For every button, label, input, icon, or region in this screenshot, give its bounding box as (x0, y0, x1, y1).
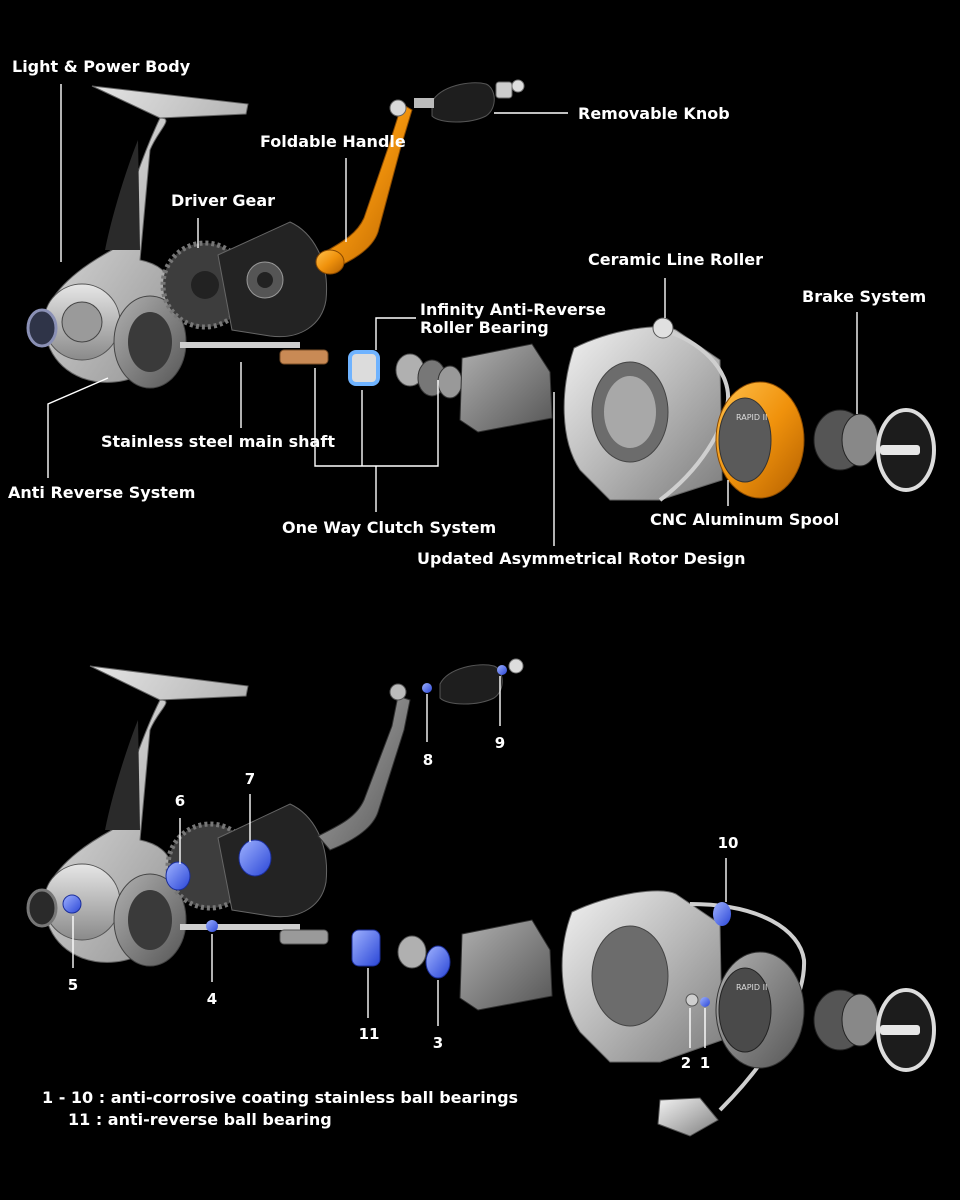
bottom-reel-illustration: RAPID II (26, 658, 936, 1137)
label-removable-knob: Removable Knob (578, 104, 730, 123)
bearing-label-7: 7 (244, 770, 256, 788)
label-stainless-main-shaft: Stainless steel main shaft (101, 432, 335, 451)
bearing-label-8: 8 (422, 751, 434, 769)
spool-etched-text: RAPID II (736, 413, 767, 422)
label-ceramic-line-roller: Ceramic Line Roller (588, 250, 764, 269)
label-infinity-anti-reverse: Infinity Anti-Reverse (420, 300, 606, 319)
bearing-label-11: 11 (358, 1025, 380, 1043)
label-updated-rotor: Updated Asymmetrical Rotor Design (417, 549, 746, 568)
top-leader-lines (47, 84, 858, 546)
bearing-label-4: 4 (206, 990, 218, 1008)
bearing-label-1: 1 (699, 1054, 711, 1072)
bearing-label-10: 10 (717, 834, 739, 852)
handle-bottom (317, 695, 411, 851)
note-bearing-11: 11 : anti-reverse ball bearing (68, 1110, 332, 1129)
top-reel-illustration: RAPID II (26, 79, 936, 502)
bearing-11 (351, 929, 381, 967)
rotor-housing (459, 343, 553, 433)
bearing-1 (700, 997, 710, 1007)
label-cnc-aluminum-spool: CNC Aluminum Spool (650, 510, 840, 529)
removable-knob (431, 82, 495, 123)
bearing-3 (425, 945, 451, 979)
pinion-gear (279, 349, 329, 365)
label-foldable-handle: Foldable Handle (260, 132, 406, 151)
bearing-10 (713, 902, 731, 926)
bearing-9 (497, 665, 507, 675)
bearing-5 (62, 894, 82, 914)
label-light-power-body: Light & Power Body (12, 57, 191, 76)
ceramic-line-roller (652, 317, 674, 339)
bearing-7 (238, 839, 272, 877)
label-one-way-clutch: One Way Clutch System (282, 518, 497, 537)
label-driver-gear: Driver Gear (171, 191, 276, 210)
bottom-leader-lines (72, 676, 727, 1048)
main-shaft (180, 342, 300, 348)
label-roller-bearing: Roller Bearing (420, 318, 549, 337)
label-brake-system: Brake System (802, 287, 927, 306)
body-inner-cutout (105, 140, 140, 250)
bearing-label-2: 2 (680, 1054, 692, 1072)
bearing-6 (165, 861, 191, 891)
anti-reverse-knob (26, 308, 58, 348)
bearing-label-3: 3 (432, 1034, 444, 1052)
bearing-label-9: 9 (494, 734, 506, 752)
infinity-anti-reverse-bearing (348, 350, 380, 386)
spool-etched-text-bottom: RAPID II (736, 983, 767, 992)
bearing-label-6: 6 (174, 792, 186, 810)
ball-bearings (62, 665, 731, 1007)
bearing-4 (206, 920, 218, 932)
bearing-8 (422, 683, 432, 693)
label-anti-reverse-system: Anti Reverse System (8, 483, 196, 502)
foldable-handle (317, 103, 413, 271)
bearing-2 (685, 993, 699, 1007)
bearing-label-5: 5 (67, 976, 79, 994)
note-bearings-1-10: 1 - 10 : anti-corrosive coating stainles… (42, 1088, 519, 1107)
